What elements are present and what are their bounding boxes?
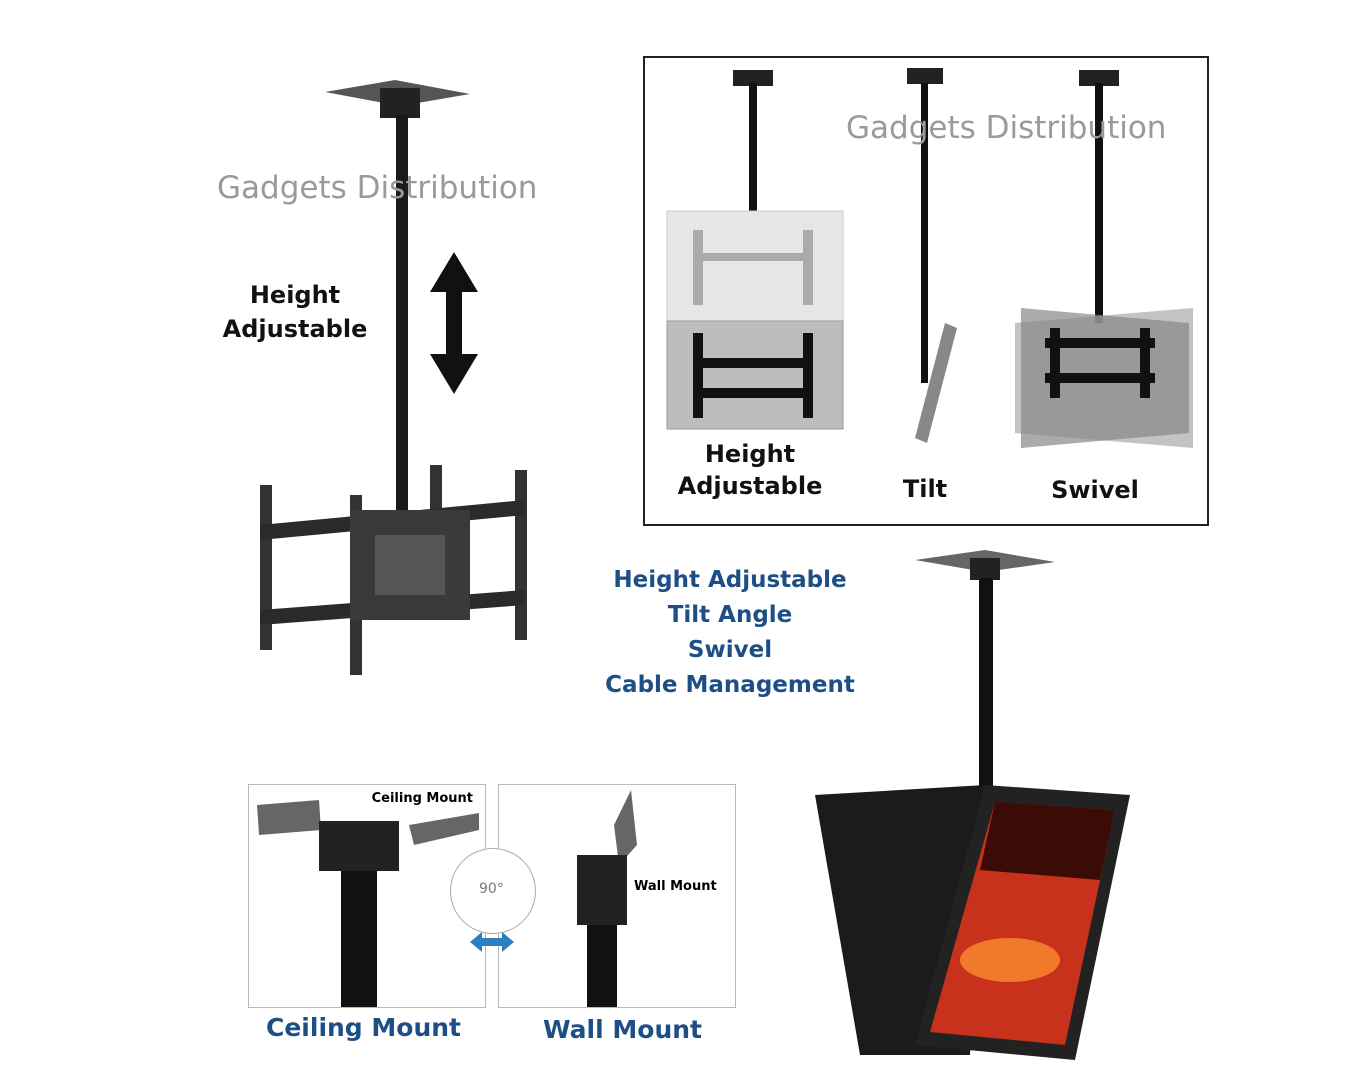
- wall-mount-panel: Wall Mount: [498, 784, 736, 1008]
- ceiling-bracket-illustration: [257, 800, 479, 1007]
- panel-swivel-label: Swivel: [1051, 476, 1139, 504]
- wall-mount-caption: Wall Mount: [543, 1015, 702, 1044]
- wall-mount-small-label: Wall Mount: [634, 879, 717, 894]
- label-line2: Adjustable: [677, 472, 823, 500]
- label-line2: Adjustable: [222, 315, 368, 343]
- adjustment-features-panel: Height Adjustable Tilt Swivel: [643, 56, 1209, 526]
- height-adjustable-label: Height Adjustable: [210, 278, 380, 346]
- ceiling-mount-small-label: Ceiling Mount: [371, 791, 473, 806]
- ceiling-mount-panel: Ceiling Mount: [248, 784, 486, 1008]
- dual-tv-mounted-photo: [815, 550, 1130, 1060]
- wall-bracket-illustration: [577, 790, 637, 1007]
- feature-item: Height Adjustable: [613, 567, 847, 593]
- swap-arrow-icon: [470, 932, 514, 952]
- adjustment-illustrations: [666, 68, 1193, 448]
- feature-item: Cable Management: [605, 672, 855, 698]
- panel-tilt-label: Tilt: [902, 475, 948, 503]
- features-list: Height Adjustable Tilt Angle Swivel Cabl…: [580, 563, 880, 703]
- angle-label: 90°: [479, 881, 504, 897]
- label-line1: Height: [704, 440, 796, 468]
- watermark-right: Gadgets Distribution: [846, 110, 1167, 146]
- ceiling-mount-caption: Ceiling Mount: [266, 1013, 462, 1042]
- label-line1: Height: [249, 281, 341, 309]
- rotation-angle-indicator: 90°: [450, 848, 536, 934]
- double-arrow-icon: [430, 252, 478, 394]
- panel-height-adjustable-label: Height Adjustable: [665, 438, 835, 502]
- watermark-left: Gadgets Distribution: [217, 170, 538, 206]
- feature-item: Swivel: [687, 637, 773, 663]
- ceiling-tv-mount-illustration: [260, 80, 527, 675]
- feature-item: Tilt Angle: [667, 602, 793, 628]
- main-product-image: [250, 70, 540, 680]
